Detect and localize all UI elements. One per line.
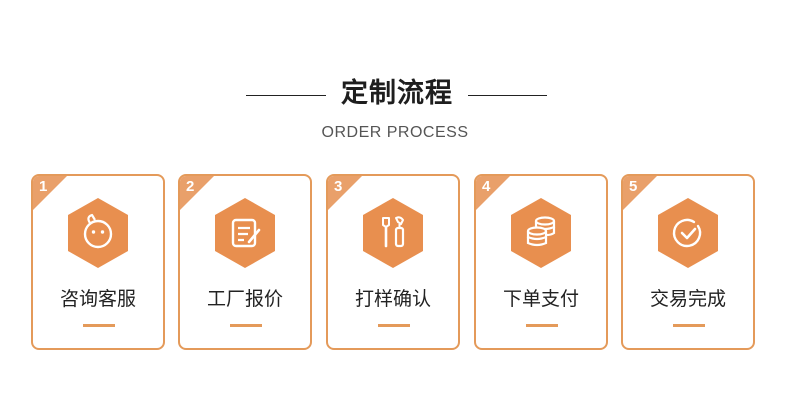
page-subtitle: ORDER PROCESS (321, 124, 469, 141)
title-divider-left (246, 95, 326, 96)
step-label: 工厂报价 (206, 288, 283, 310)
step-underline (673, 324, 705, 327)
step-card-payment: 4 下单支付 (474, 174, 608, 350)
step-label: 下单支付 (502, 288, 579, 310)
step-corner-badge (476, 176, 510, 210)
step-number: 5 (629, 178, 638, 195)
step-underline (378, 324, 410, 327)
step-label: 打样确认 (354, 288, 431, 310)
step-number: 3 (334, 178, 343, 195)
step-underline (230, 324, 262, 327)
step-card-consult: 1 咨询客服 (31, 174, 165, 350)
step-underline (526, 324, 558, 327)
step-card-sample: 3 打样确认 (326, 174, 460, 350)
step-number: 2 (186, 178, 195, 195)
step-label: 咨询客服 (59, 288, 136, 310)
step-corner-badge (180, 176, 214, 210)
quote-document-icon (215, 198, 275, 268)
page-title: 定制流程 (341, 78, 453, 109)
section-header: 定制流程 (0, 74, 790, 114)
check-circle-icon (658, 198, 718, 268)
step-label: 交易完成 (649, 288, 726, 310)
step-underline (83, 324, 115, 327)
step-number: 1 (39, 178, 48, 195)
step-corner-badge (328, 176, 362, 210)
step-corner-badge (33, 176, 67, 210)
title-divider-right (468, 95, 547, 96)
coins-icon (511, 198, 571, 268)
tools-icon (363, 198, 423, 268)
step-corner-badge (623, 176, 657, 210)
step-number: 4 (482, 178, 491, 195)
step-card-quote: 2 工厂报价 (178, 174, 312, 350)
step-card-complete: 5 交易完成 (621, 174, 755, 350)
chat-bubble-icon (68, 198, 128, 268)
